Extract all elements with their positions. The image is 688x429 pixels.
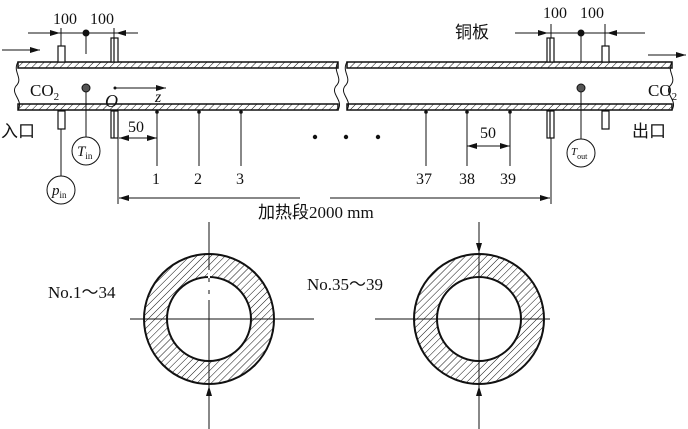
section-2-label: No.35～39 (307, 275, 383, 294)
svg-text:39: 39 (500, 171, 516, 188)
svg-text:3: 3 (236, 171, 244, 188)
ellipsis-dots (312, 134, 381, 140)
origin-label: O (105, 91, 118, 111)
pipe-right (343, 61, 674, 111)
axis-label: z (154, 89, 162, 106)
heating-section-label: 加热段2000 mm (258, 203, 374, 222)
thermocouple-2: 2 (194, 110, 202, 188)
thermocouple-1: 1 (152, 110, 160, 188)
dim-100-c: 100 (543, 5, 567, 22)
copper-plate-label: 铜板 (455, 23, 489, 42)
co2-outlet-label: CO2 (648, 81, 677, 103)
svg-text:37: 37 (416, 171, 432, 188)
thermocouple-3: 3 (236, 110, 244, 188)
pipe-left (14, 61, 340, 111)
dim-50-left-label: 50 (128, 119, 144, 136)
section-1-label: No.1～34 (48, 283, 116, 302)
outlet-dimension (515, 24, 645, 62)
dim-100-b: 100 (90, 11, 114, 28)
dim-50-right-label: 50 (480, 125, 496, 142)
cross-section-1 (130, 222, 314, 429)
svg-text:2: 2 (194, 171, 202, 188)
co2-inlet-label: CO2 (30, 81, 59, 103)
dim-100-d: 100 (580, 5, 604, 22)
inlet-label: 入口 (1, 122, 35, 141)
origin-point (113, 86, 117, 90)
outlet-label: 出口 (632, 122, 666, 141)
cross-section-2 (375, 222, 550, 429)
outlet-temperature-sensor: Tout (566, 83, 596, 168)
inlet-temperature-sensor: Tin (71, 83, 101, 166)
inlet-pressure-sensor: pin (46, 129, 76, 205)
heating-section-dimension (117, 138, 552, 204)
inlet-dimension (28, 28, 138, 54)
svg-text:1: 1 (152, 171, 160, 188)
thermocouple-38: 38 (459, 110, 475, 188)
svg-text:Tout: Tout (571, 146, 588, 161)
svg-text:pin: pin (51, 183, 67, 200)
svg-text:38: 38 (459, 171, 475, 188)
outlet-fittings (546, 37, 610, 139)
dim-100-a: 100 (53, 11, 77, 28)
thermocouple-37: 37 (416, 110, 432, 188)
svg-text:Tin: Tin (77, 144, 93, 161)
thermocouple-39: 39 (500, 110, 516, 188)
